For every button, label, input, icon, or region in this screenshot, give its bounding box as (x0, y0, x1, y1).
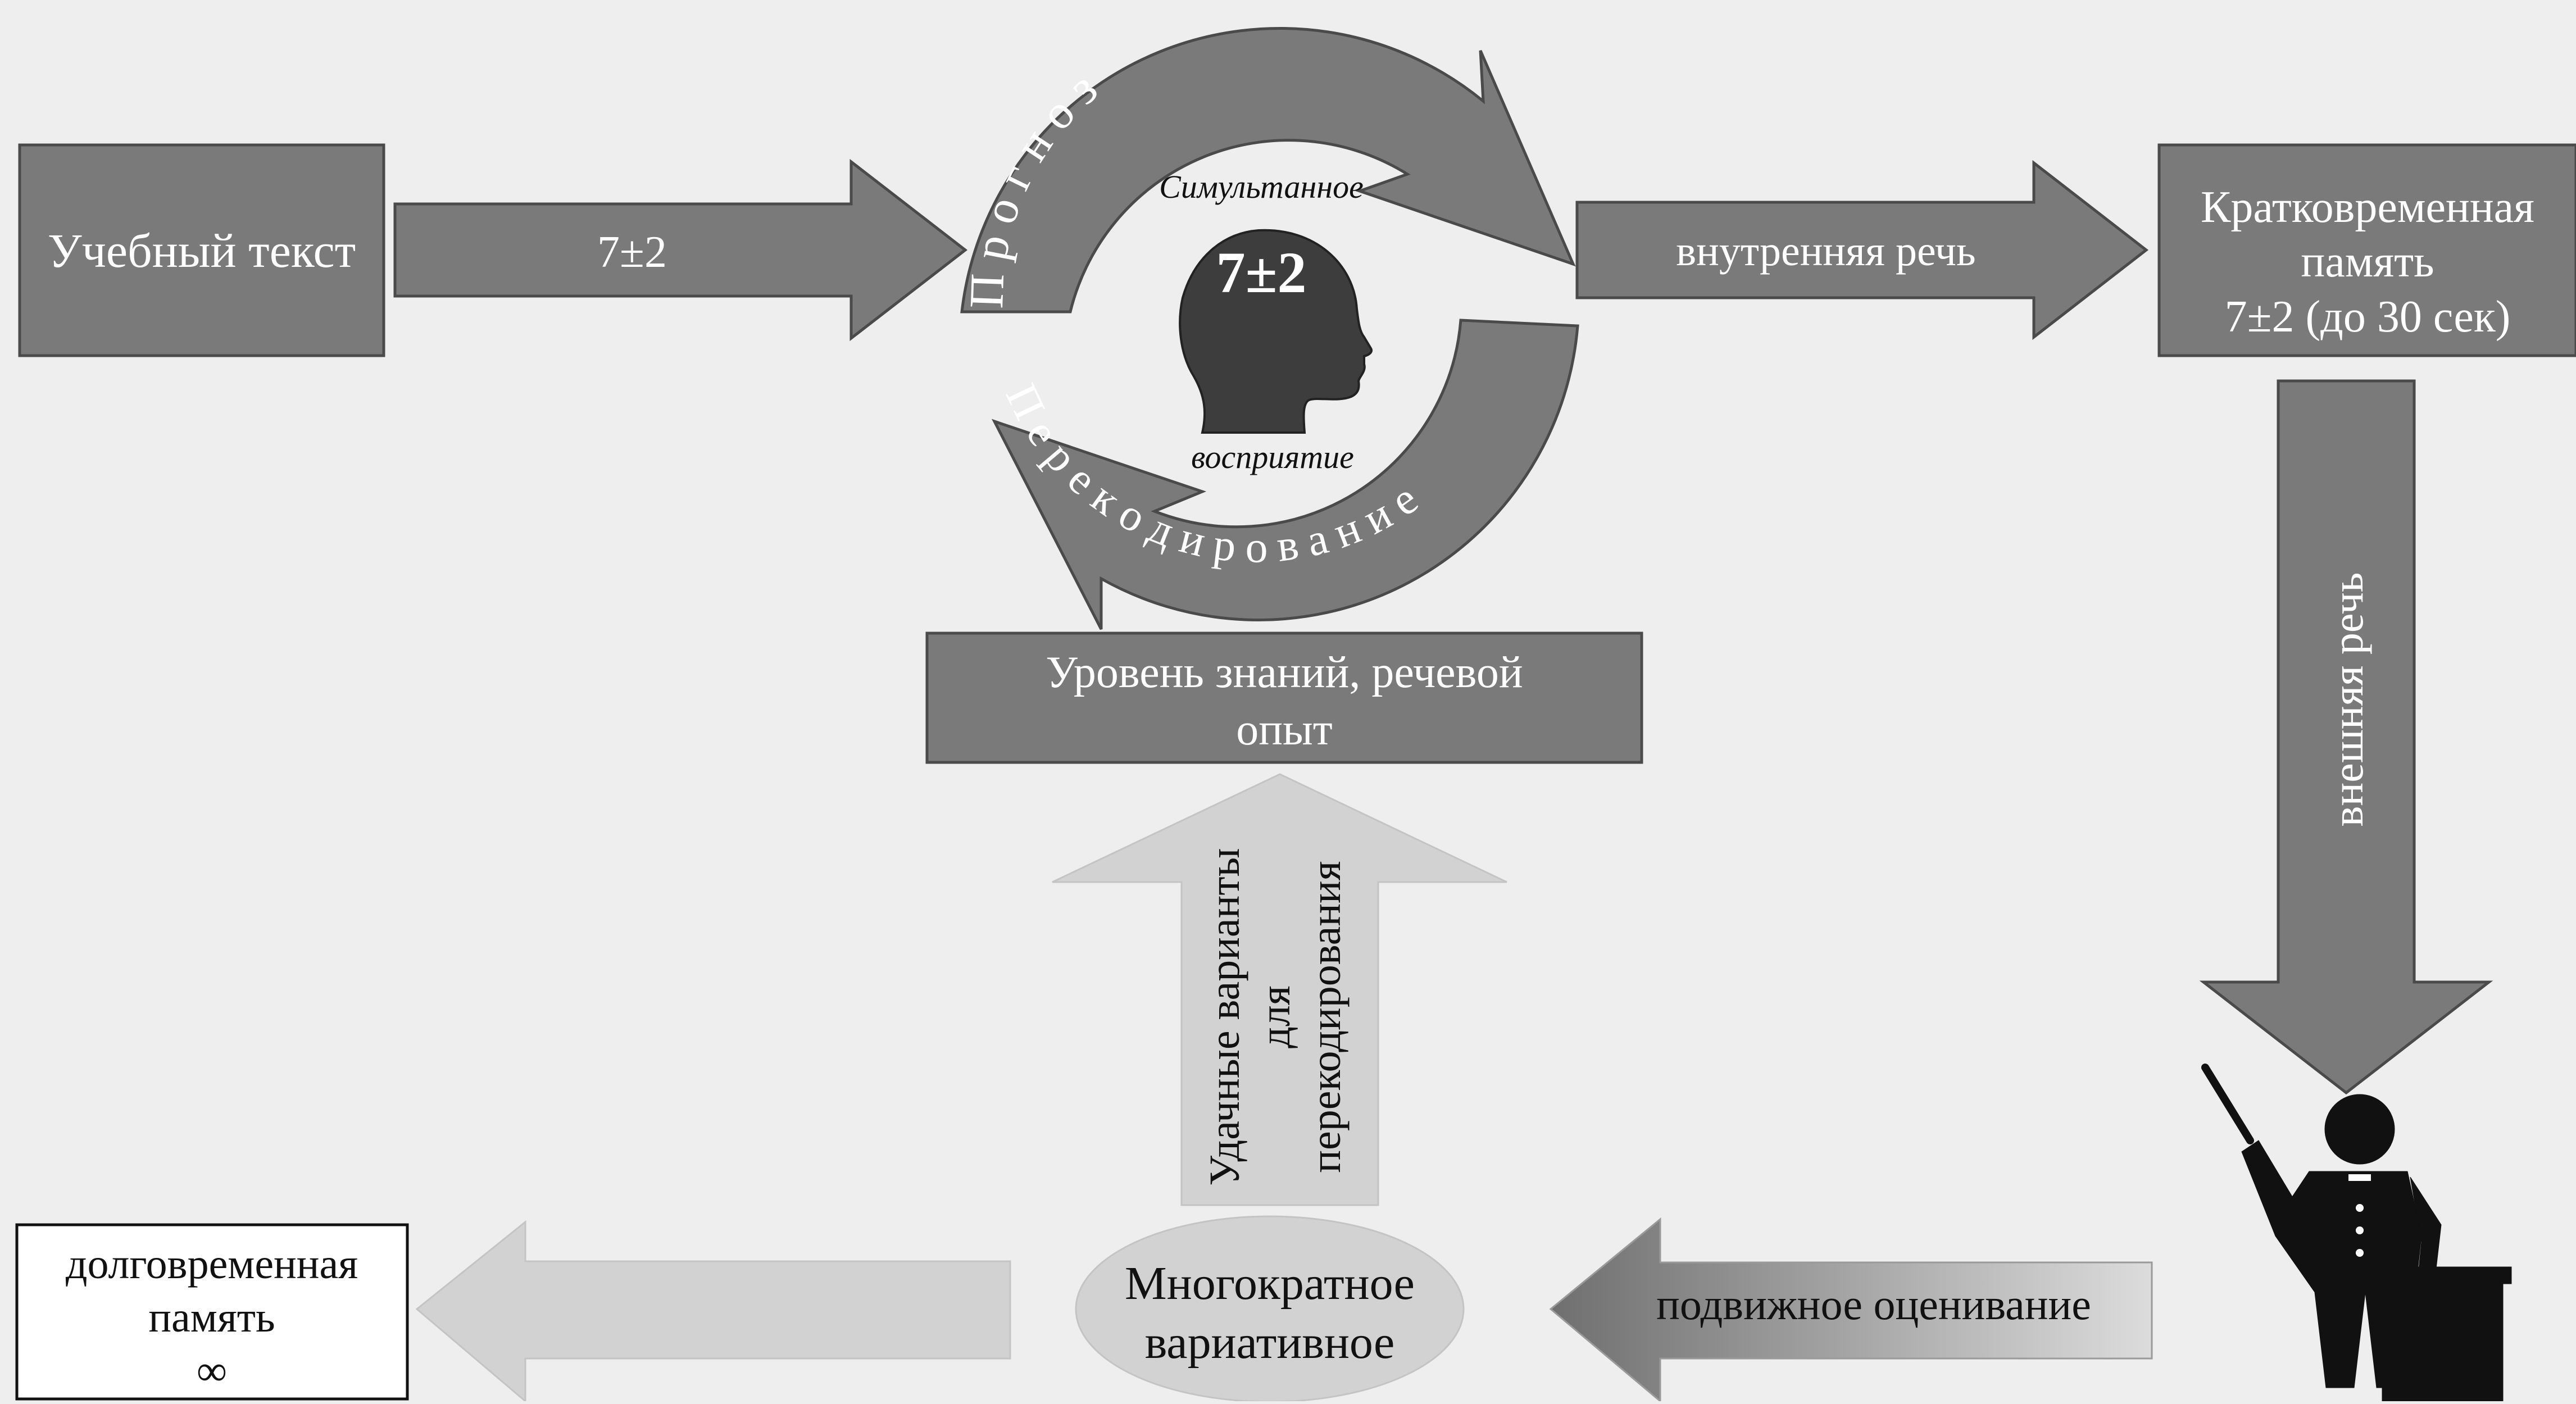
repeated-variative-line-1: Многократное (1125, 1257, 1415, 1310)
short-term-memory-box: Кратковременная память 7±2 (до 30 сек) (2157, 143, 2576, 357)
successful-variants-arrow: Удачные варианты для перекодирования (1052, 773, 1507, 1206)
head-label: 7±2 (1216, 240, 1306, 305)
repeated-variative-ellipse: Многократное вариативное (1075, 1215, 1465, 1403)
outer-speech-label: внешняя речь (2323, 572, 2372, 827)
long-term-memory-line-1: долговременная (66, 1241, 358, 1288)
long-term-memory-infinity: ∞ (197, 1347, 227, 1394)
short-term-memory-line-3: 7±2 (до 30 сек) (2225, 292, 2511, 342)
long-term-memory-box: долговременная память ∞ (15, 1223, 409, 1401)
simultaneous-label: Симультанное (1159, 169, 1364, 205)
perception-label: восприятие (1191, 439, 1354, 475)
successful-variants-line-2: для (1252, 985, 1299, 1048)
textbook-label: Учебный текст (48, 224, 356, 278)
mobile-assessment-arrow: подвижное оценивание (1549, 1217, 2153, 1403)
textbook-box: Учебный текст (18, 143, 385, 357)
outer-speech-arrow: внешняя речь (2199, 379, 2493, 1095)
repeated-variative-line-2: вариативное (1145, 1316, 1395, 1369)
short-term-memory-line-1: Кратковременная (2201, 183, 2534, 232)
knowledge-level-line-2: опыт (1236, 705, 1333, 755)
input-arrow-label: 7±2 (597, 228, 667, 277)
knowledge-level-box: Уровень знаний, речевой опыт (925, 631, 1643, 764)
teacher-icon (2201, 1064, 2512, 1402)
inner-speech-arrow: внутренняя речь (1575, 160, 2149, 340)
short-term-memory-line-2: память (2301, 237, 2434, 287)
long-term-memory-line-2: память (148, 1294, 275, 1341)
input-arrow: 7±2 (393, 158, 968, 342)
head-icon: 7±2 (1179, 229, 1373, 434)
successful-variants-line-3: перекодирования (1302, 861, 1350, 1173)
mobile-assessment-label: подвижное оценивание (1656, 1280, 2091, 1329)
long-term-arrow (415, 1220, 1011, 1403)
successful-variants-line-1: Удачные варианты (1201, 848, 1248, 1185)
knowledge-level-line-1: Уровень знаний, речевой (1046, 648, 1523, 697)
inner-speech-label: внутренняя речь (1676, 228, 1975, 275)
